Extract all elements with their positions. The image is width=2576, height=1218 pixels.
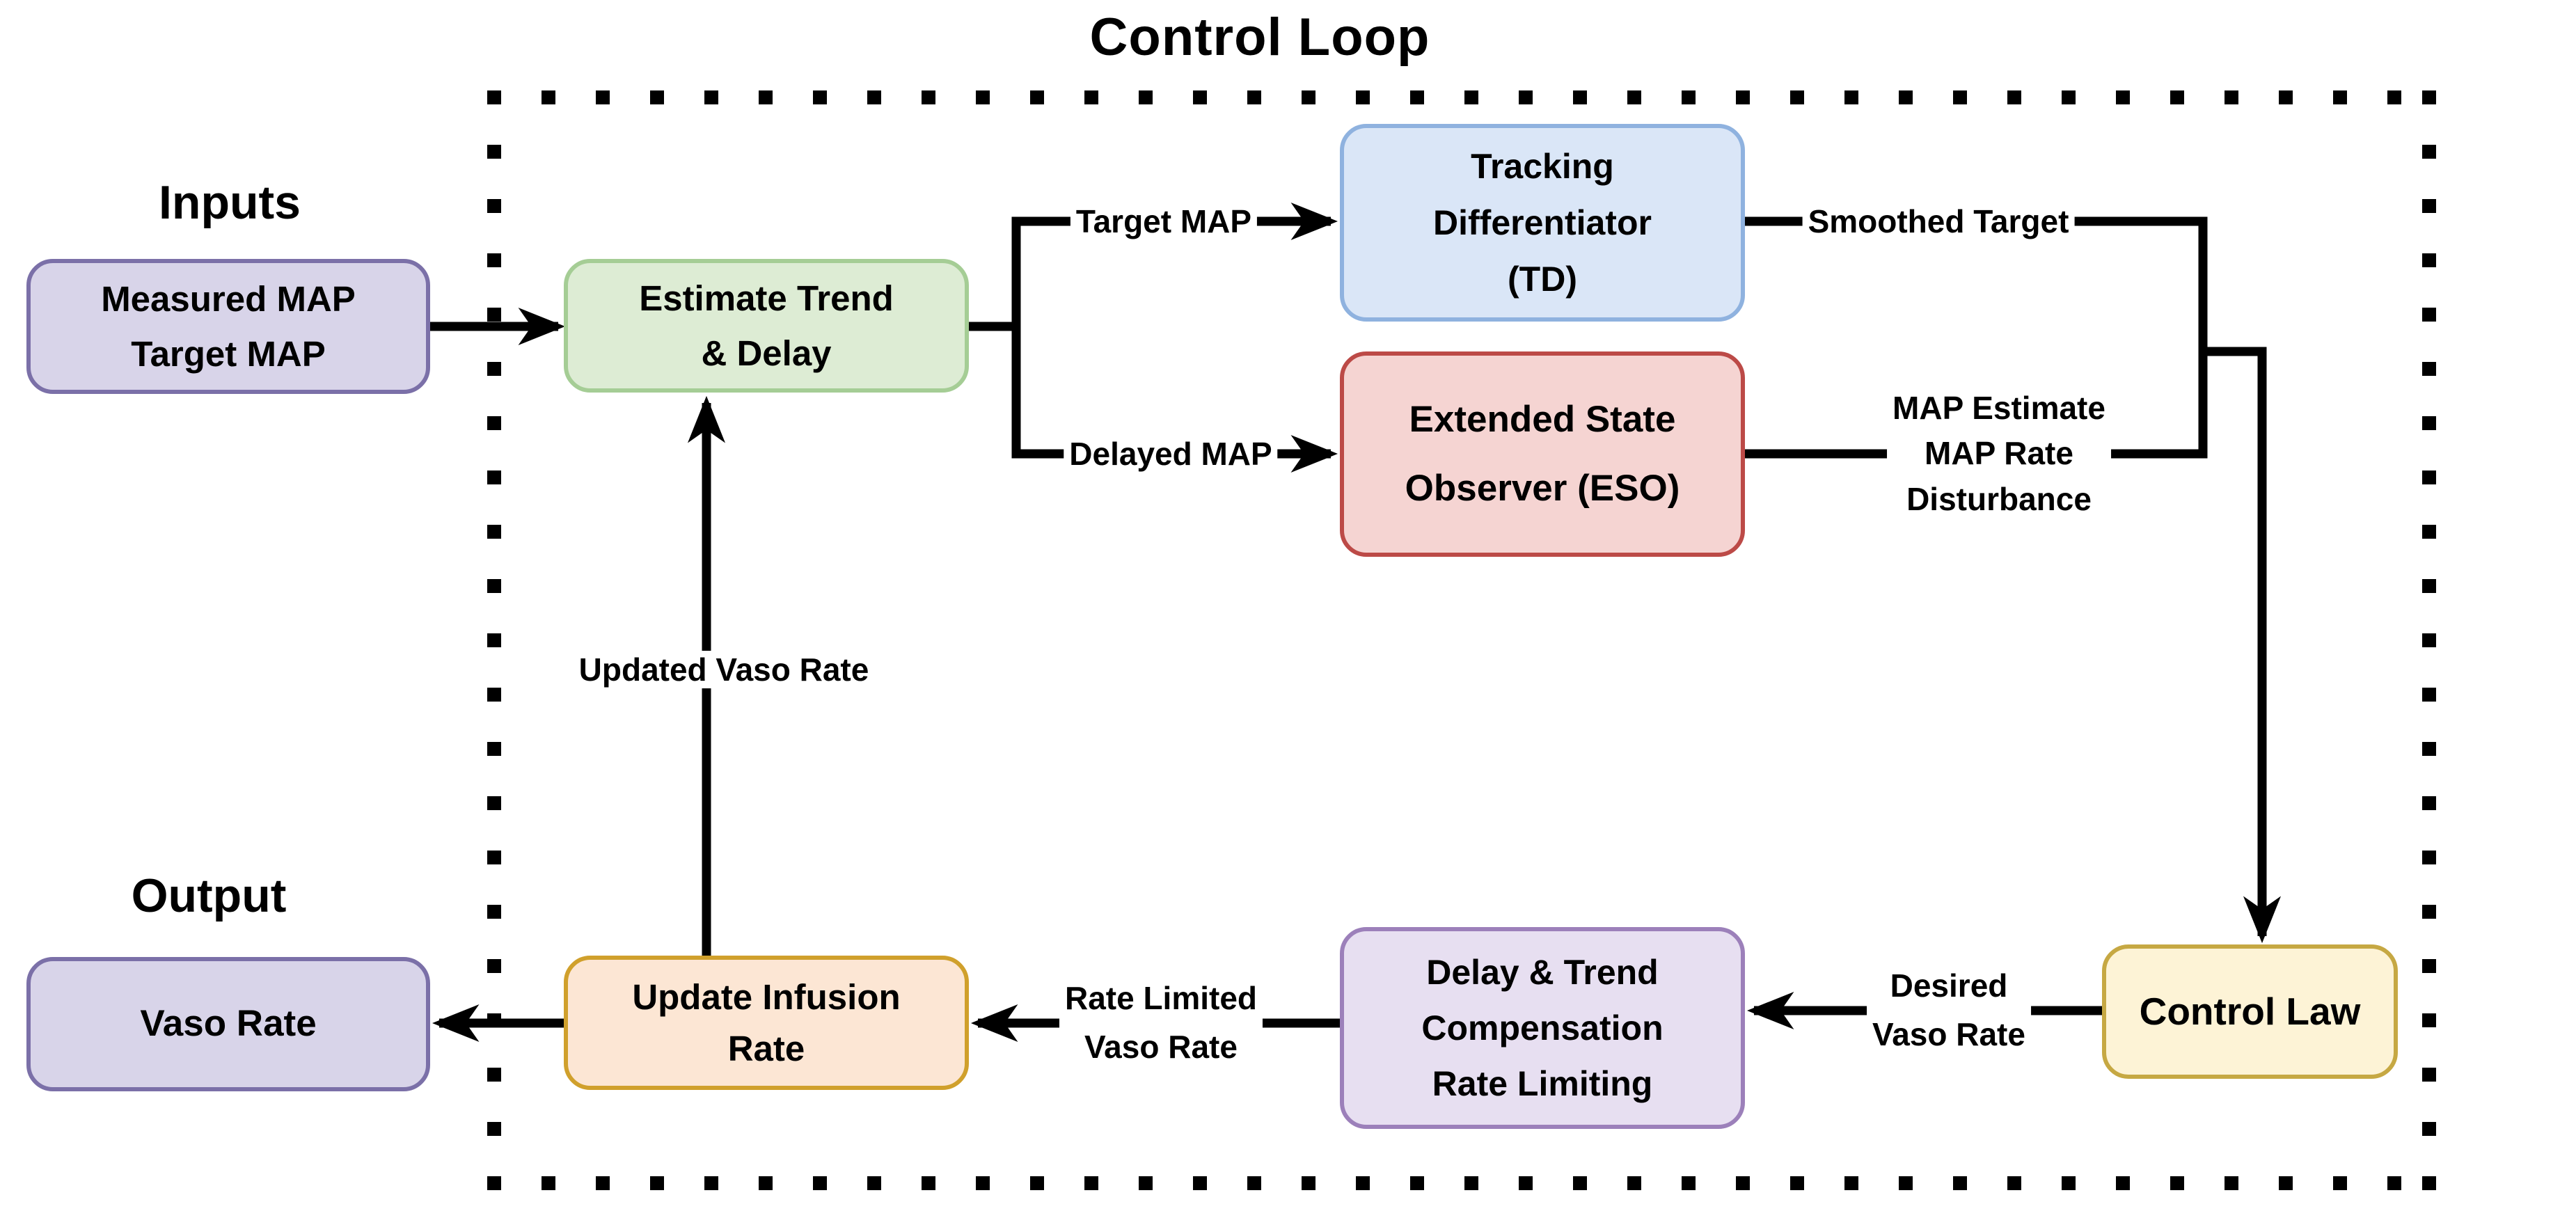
edge-label-smoothed-target: Smoothed Target (1802, 203, 2075, 240)
node-tracking-differentiator: Tracking Differentiator (TD) (1340, 124, 1745, 322)
boundary-edge-right (2422, 90, 2436, 1190)
inputs-heading: Inputs (159, 176, 301, 229)
node-control-law: Control Law (2102, 944, 2398, 1079)
edge-label-delayed-map: Delayed MAP (1064, 435, 1278, 473)
edge-label-map-estimate: MAP Estimate MAP Rate Disturbance (1887, 386, 2111, 522)
boundary-edge-top (487, 90, 2436, 104)
node-estimate-trend-delay: Estimate Trend & Delay (564, 259, 969, 393)
boundary-edge-bottom (487, 1176, 2436, 1190)
node-update-infusion-rate: Update Infusion Rate (564, 956, 969, 1090)
output-heading: Output (131, 869, 287, 922)
edge-label-updated-vaso-rate: Updated Vaso Rate (573, 651, 875, 688)
node-extended-state-observer: Extended State Observer (ESO) (1340, 351, 1745, 557)
control-loop-title: Control Loop (1089, 8, 1430, 67)
arrow-to-control-law (2203, 347, 2282, 944)
boundary-edge-left (487, 90, 501, 1190)
node-delay-trend-compensation: Delay & Trend Compensation Rate Limiting (1340, 927, 1745, 1129)
edge-label-target-map: Target MAP (1070, 203, 1258, 240)
edge-label-rate-limited-vaso-rate: Rate Limited Vaso Rate (1059, 974, 1263, 1072)
edge-label-desired-vaso-rate: Desired Vaso Rate (1867, 962, 2031, 1059)
node-vaso-rate: Vaso Rate (26, 957, 430, 1091)
node-measured-target-map: Measured MAP Target MAP (26, 259, 430, 394)
